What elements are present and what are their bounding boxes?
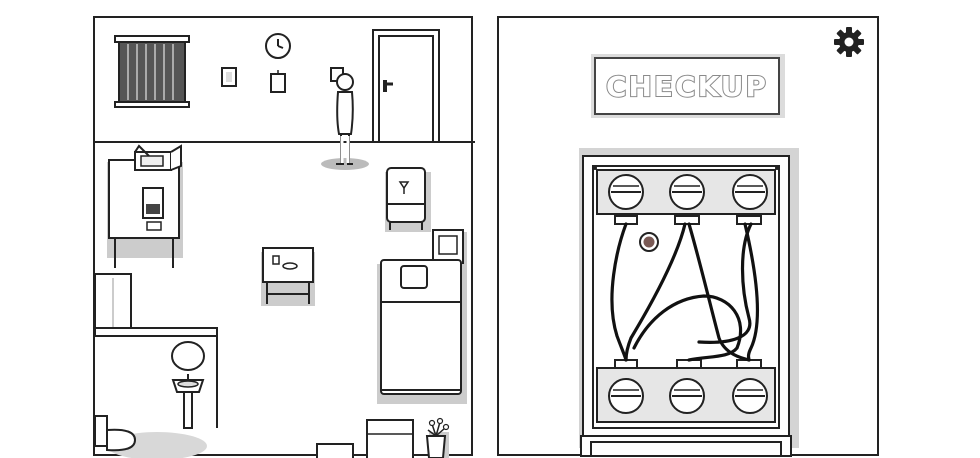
cabinet-icon[interactable] [107, 146, 183, 268]
plant-icon[interactable] [427, 419, 449, 458]
dial-top-1[interactable] [609, 175, 643, 209]
dial-bottom-2[interactable] [670, 379, 704, 413]
bottom-box-icon[interactable] [317, 444, 353, 458]
locker-icon[interactable] [95, 274, 131, 330]
dial-top-3[interactable] [733, 175, 767, 209]
window-icon[interactable] [115, 36, 189, 107]
wall-picture-inner [226, 72, 232, 82]
sink-icon[interactable] [173, 374, 203, 428]
bed-icon[interactable] [377, 260, 467, 404]
chair-icon[interactable] [385, 168, 431, 232]
checkup-title: CHECKUP [595, 58, 779, 114]
wall-note-icon[interactable] [271, 74, 285, 92]
dial-bottom-1[interactable] [609, 379, 643, 413]
settings-button[interactable] [833, 26, 865, 58]
wall-clock-icon[interactable] [266, 34, 290, 58]
table-icon[interactable] [261, 248, 315, 306]
bottom-cabinet-icon[interactable] [367, 420, 413, 458]
room-panel [93, 16, 473, 456]
dial-bottom-3[interactable] [733, 379, 767, 413]
room-scene [95, 18, 475, 458]
gear-icon [833, 26, 865, 58]
puzzle-panel: CHECKUP [497, 16, 879, 456]
mirror-icon[interactable] [172, 342, 204, 370]
toilet-icon[interactable] [95, 416, 135, 450]
reset-button-core [644, 237, 655, 248]
dial-top-2[interactable] [670, 175, 704, 209]
bathroom-wall [95, 328, 217, 428]
door-icon[interactable] [373, 30, 439, 142]
patient-character[interactable] [321, 74, 369, 170]
